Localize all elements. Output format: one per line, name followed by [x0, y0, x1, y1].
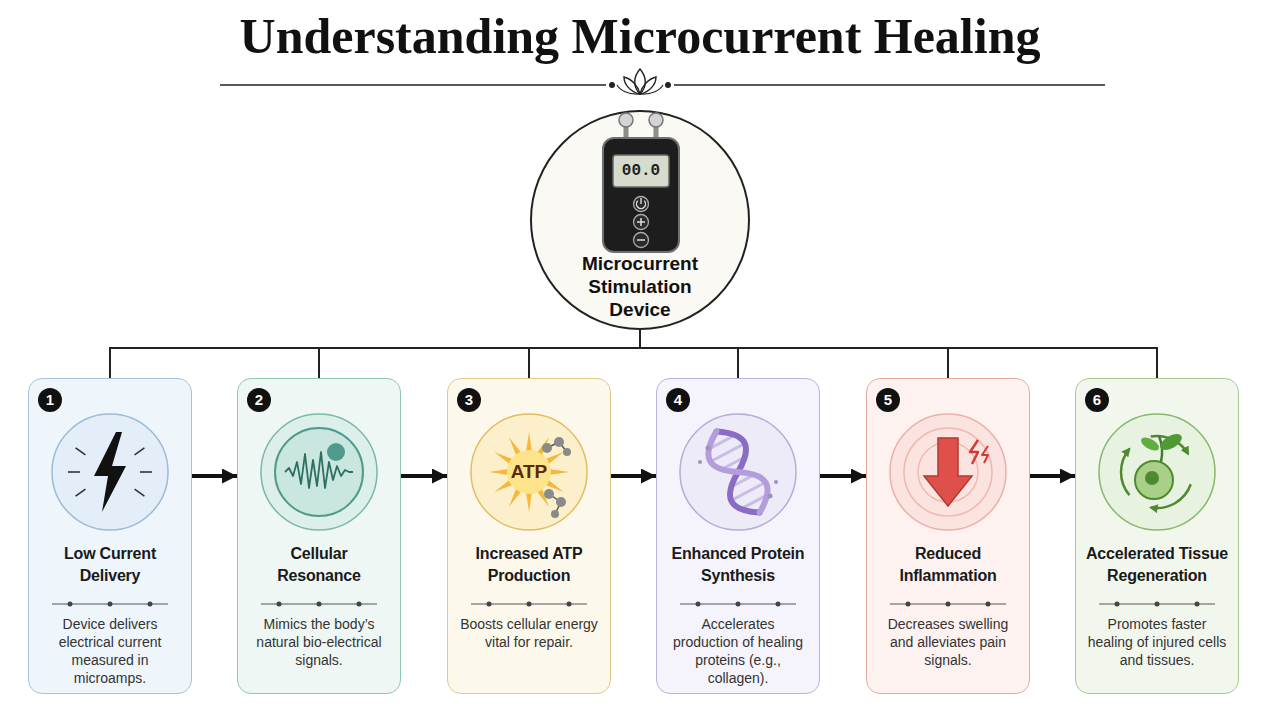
step-box: 4Enhanced Protein SynthesisAccelerates p… [656, 378, 820, 694]
molecule-label: ATP [499, 460, 559, 484]
ornament-line [674, 84, 1105, 86]
step-box: 3Increased ATP ProductionBoosts cellular… [447, 378, 611, 694]
ornament-line [220, 84, 606, 86]
device-circle: Microcurrent Stimulation Device [530, 110, 750, 330]
step-description: Decreases swelling and alleviates pain s… [877, 615, 1019, 669]
step-number: 3 [457, 388, 481, 412]
step-number: 4 [666, 388, 690, 412]
step-description: Accelerates production of healing protei… [667, 615, 809, 687]
ornament-dot [665, 82, 671, 88]
step-heading: Enhanced Protein Synthesis [669, 543, 807, 587]
flow-arrow [401, 474, 447, 478]
step-description: Device delivers electrical current measu… [39, 615, 181, 687]
lotus-petal [640, 85, 663, 94]
bus-connector [110, 330, 640, 378]
lotus-petal [624, 77, 640, 94]
step-number: 5 [876, 388, 900, 412]
step-heading: Cellular Resonance [250, 543, 388, 587]
step-box: 5Reduced InflammationDecreases swelling … [866, 378, 1030, 694]
ornament-dot [609, 82, 615, 88]
flow-arrow [611, 474, 656, 478]
lotus-petal [635, 69, 646, 94]
step-heading: Increased ATP Production [460, 543, 598, 587]
lotus-petal [617, 85, 640, 94]
step-heading: Accelerated Tissue Regeneration [1078, 543, 1236, 587]
device-label: Microcurrent Stimulation Device [572, 252, 708, 321]
bus-connector [640, 330, 1157, 378]
step-heading: Reduced Inflammation [879, 543, 1017, 587]
step-description: Promotes faster healing of injured cells… [1086, 615, 1228, 669]
bus-connector [529, 330, 640, 378]
diagram-title: Understanding Microcurrent Healing [0, 6, 1280, 66]
bus-connector [640, 330, 948, 378]
flow-arrow [820, 474, 866, 478]
step-box: 6Accelerated Tissue RegenerationPromotes… [1075, 378, 1239, 694]
step-number: 2 [247, 388, 271, 412]
divider-group [52, 604, 1215, 605]
step-description: Boosts cellular energy vital for repair. [458, 615, 600, 651]
step-number: 6 [1085, 388, 1109, 412]
step-heading: Low Current Delivery [41, 543, 179, 587]
flow-arrow [192, 474, 237, 478]
step-number: 1 [38, 388, 62, 412]
step-box: 2Cellular ResonanceMimics the body’s nat… [237, 378, 401, 694]
display-reading: 00.0 [613, 156, 669, 186]
step-description: Mimics the body’s natural bio-electrical… [248, 615, 390, 669]
bus-connector [640, 330, 738, 378]
step-box: 1Low Current DeliveryDevice delivers ele… [28, 378, 192, 694]
flow-arrow [1030, 474, 1075, 478]
bus-connector [319, 330, 640, 378]
lotus-petal [640, 77, 656, 94]
